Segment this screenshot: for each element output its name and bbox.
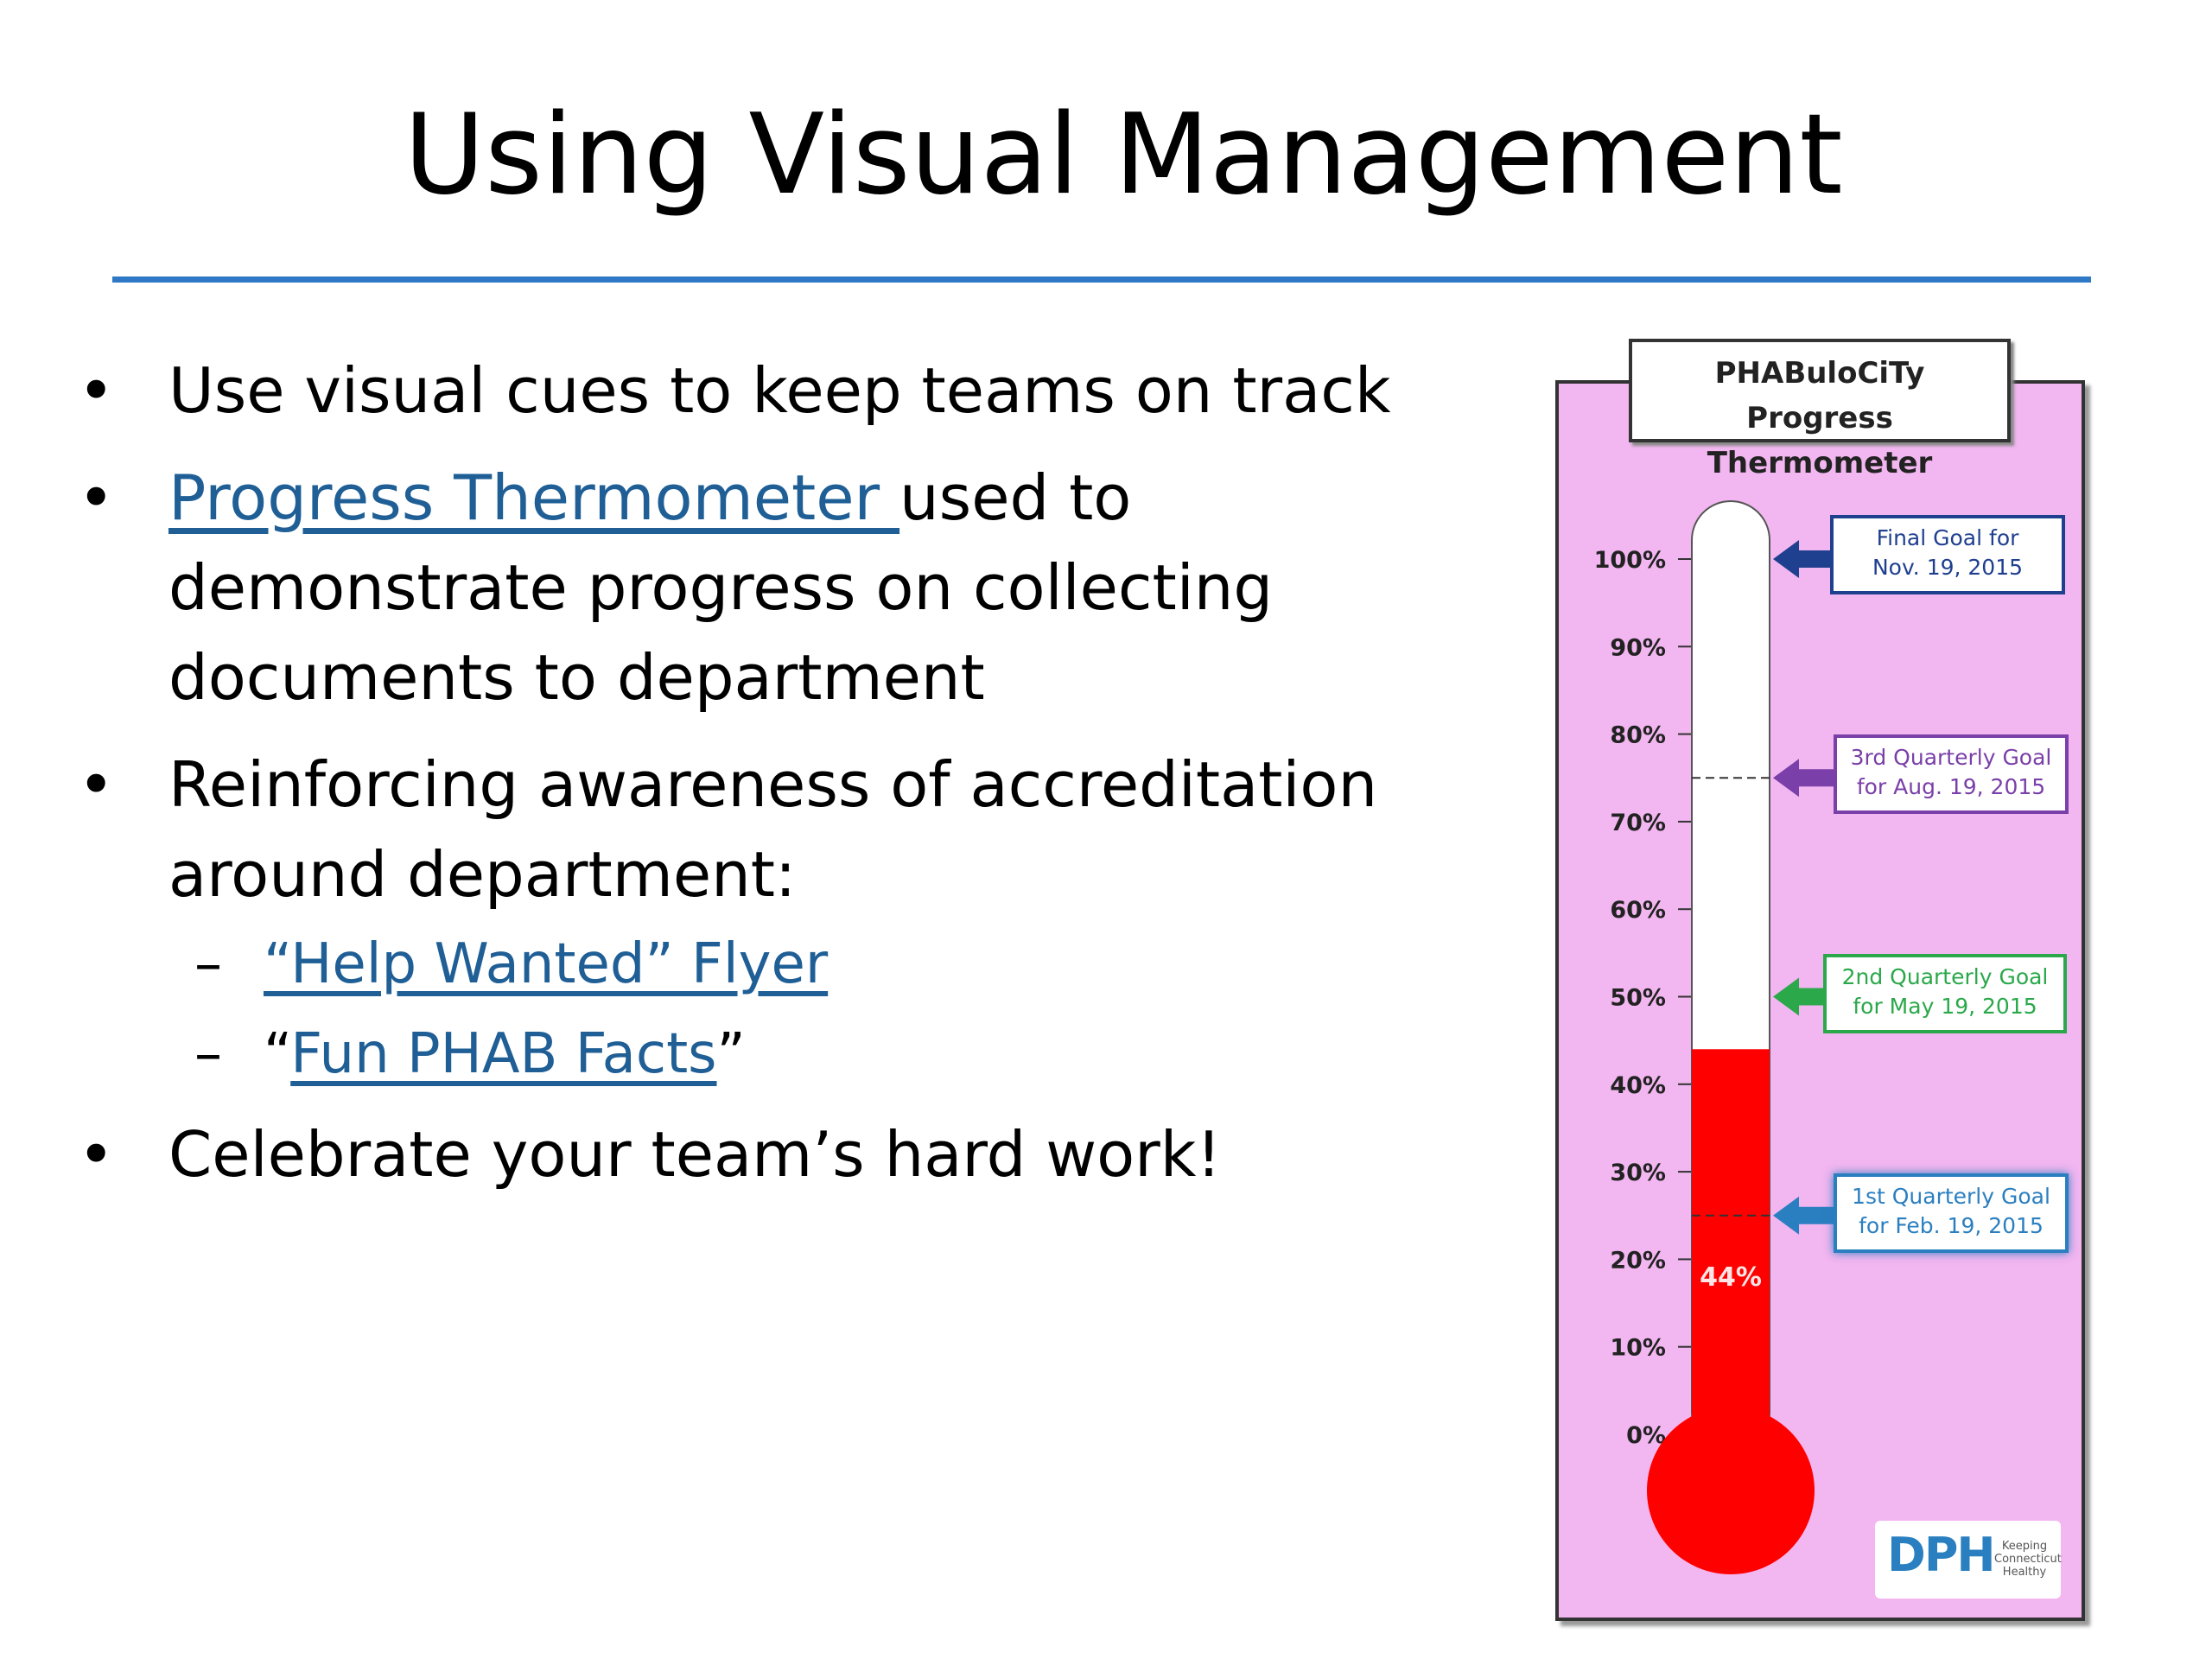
bullet-celebrate: • Celebrate your team’s hard work! bbox=[78, 1109, 1426, 1199]
sub-bullet-fun-facts: – “Fun PHAB Facts” bbox=[78, 1009, 1426, 1099]
bullet-text: Use visual cues to keep teams on track bbox=[168, 354, 1391, 427]
goal-final-line2: Nov. 19, 2015 bbox=[1872, 555, 2024, 580]
goal-q1-line2: for Feb. 19, 2015 bbox=[1859, 1213, 2044, 1238]
bullet-list: • Use visual cues to keep teams on track… bbox=[78, 346, 1426, 1217]
goal-q3: 3rd Quarterly Goal for Aug. 19, 2015 bbox=[1834, 734, 2069, 814]
dph-logo-text: DPH bbox=[1887, 1528, 1996, 1582]
bullet-text: Celebrate your team’s hard work! bbox=[168, 1118, 1222, 1191]
tick-label-40: 40% bbox=[1610, 1072, 1666, 1099]
thermometer-bulb bbox=[1647, 1407, 1815, 1574]
goal-q2: 2nd Quarterly Goal for May 19, 2015 bbox=[1823, 954, 2067, 1033]
goal-final: Final Goal for Nov. 19, 2015 bbox=[1830, 515, 2065, 594]
thermometer-title-line1: PHABuloCiTy bbox=[1714, 356, 1925, 391]
sub-bullet-dash: – bbox=[194, 932, 222, 996]
quote-open: “ bbox=[264, 1022, 291, 1086]
goal-arrow-q2 bbox=[1773, 977, 1823, 1016]
dph-logo-tagline: Keeping Connecticut Healthy bbox=[1994, 1540, 2062, 1579]
bullet-text: around department: bbox=[168, 838, 797, 911]
tick-label-80: 80% bbox=[1610, 722, 1666, 749]
goal-arrow-final bbox=[1773, 540, 1830, 578]
tick-label-100: 100% bbox=[1594, 547, 1666, 574]
tick-label-90: 90% bbox=[1610, 634, 1666, 661]
tick-label-0: 0% bbox=[1626, 1422, 1666, 1449]
bullet-dot: • bbox=[78, 461, 115, 534]
goal-final-line1: Final Goal for bbox=[1876, 525, 2019, 550]
tick-label-30: 30% bbox=[1610, 1160, 1666, 1186]
goal-q2-line2: for May 19, 2015 bbox=[1853, 994, 2037, 1019]
bullet-reinforcing-awareness: • Reinforcing awareness of accreditation… bbox=[78, 740, 1426, 919]
dph-logo: DPH Keeping Connecticut Healthy bbox=[1875, 1521, 2062, 1599]
sub-bullet-dash: – bbox=[194, 1022, 222, 1086]
bullet-dot: • bbox=[78, 748, 115, 821]
bullet-progress-thermometer: • Progress Thermometer used to demonstra… bbox=[78, 453, 1426, 722]
bullet-visual-cues: • Use visual cues to keep teams on track bbox=[78, 346, 1426, 435]
goal-arrow-q1 bbox=[1773, 1196, 1834, 1235]
progress-value-label: 44% bbox=[1700, 1262, 1762, 1293]
bullet-text: Reinforcing awareness of accreditation bbox=[168, 748, 1378, 821]
sub-bullet-help-wanted: – “Help Wanted” Flyer bbox=[78, 919, 1426, 1009]
goal-arrow-q3 bbox=[1773, 759, 1834, 798]
bullet-dot: • bbox=[78, 354, 115, 427]
goal-q2-line1: 2nd Quarterly Goal bbox=[1841, 964, 2049, 989]
thermometer-title: PHABuloCiTy Progress Thermometer bbox=[1629, 339, 2011, 480]
title-divider bbox=[112, 276, 2091, 283]
tick-label-60: 60% bbox=[1610, 897, 1666, 924]
tick-label-10: 10% bbox=[1610, 1335, 1666, 1362]
bullet-text: demonstrate progress on collecting bbox=[168, 551, 1274, 624]
goal-q3-line1: 3rd Quarterly Goal bbox=[1850, 745, 2052, 770]
goal-q1: 1st Quarterly Goal for Feb. 19, 2015 bbox=[1834, 1173, 2069, 1253]
bullet-dot: • bbox=[78, 1118, 115, 1191]
progress-thermometer-link[interactable]: Progress Thermometer bbox=[168, 461, 900, 534]
quote-close: ” bbox=[716, 1022, 746, 1086]
bullet-text: used to bbox=[899, 461, 1132, 534]
tick-label-70: 70% bbox=[1610, 810, 1666, 836]
slide-title: Using Visual Management bbox=[404, 91, 1843, 219]
thermometer-title-line2: Progress Thermometer bbox=[1707, 401, 1933, 480]
fun-phab-facts-link[interactable]: Fun PHAB Facts bbox=[290, 1022, 717, 1086]
tick-label-20: 20% bbox=[1610, 1247, 1666, 1274]
goal-q1-line1: 1st Quarterly Goal bbox=[1852, 1184, 2050, 1209]
bullet-text: documents to department bbox=[168, 641, 985, 714]
thermometer-fill bbox=[1692, 1049, 1770, 1469]
goal-q3-line2: for Aug. 19, 2015 bbox=[1856, 774, 2046, 799]
tick-label-50: 50% bbox=[1610, 985, 1666, 1012]
help-wanted-flyer-link[interactable]: “Help Wanted” Flyer bbox=[264, 932, 829, 996]
